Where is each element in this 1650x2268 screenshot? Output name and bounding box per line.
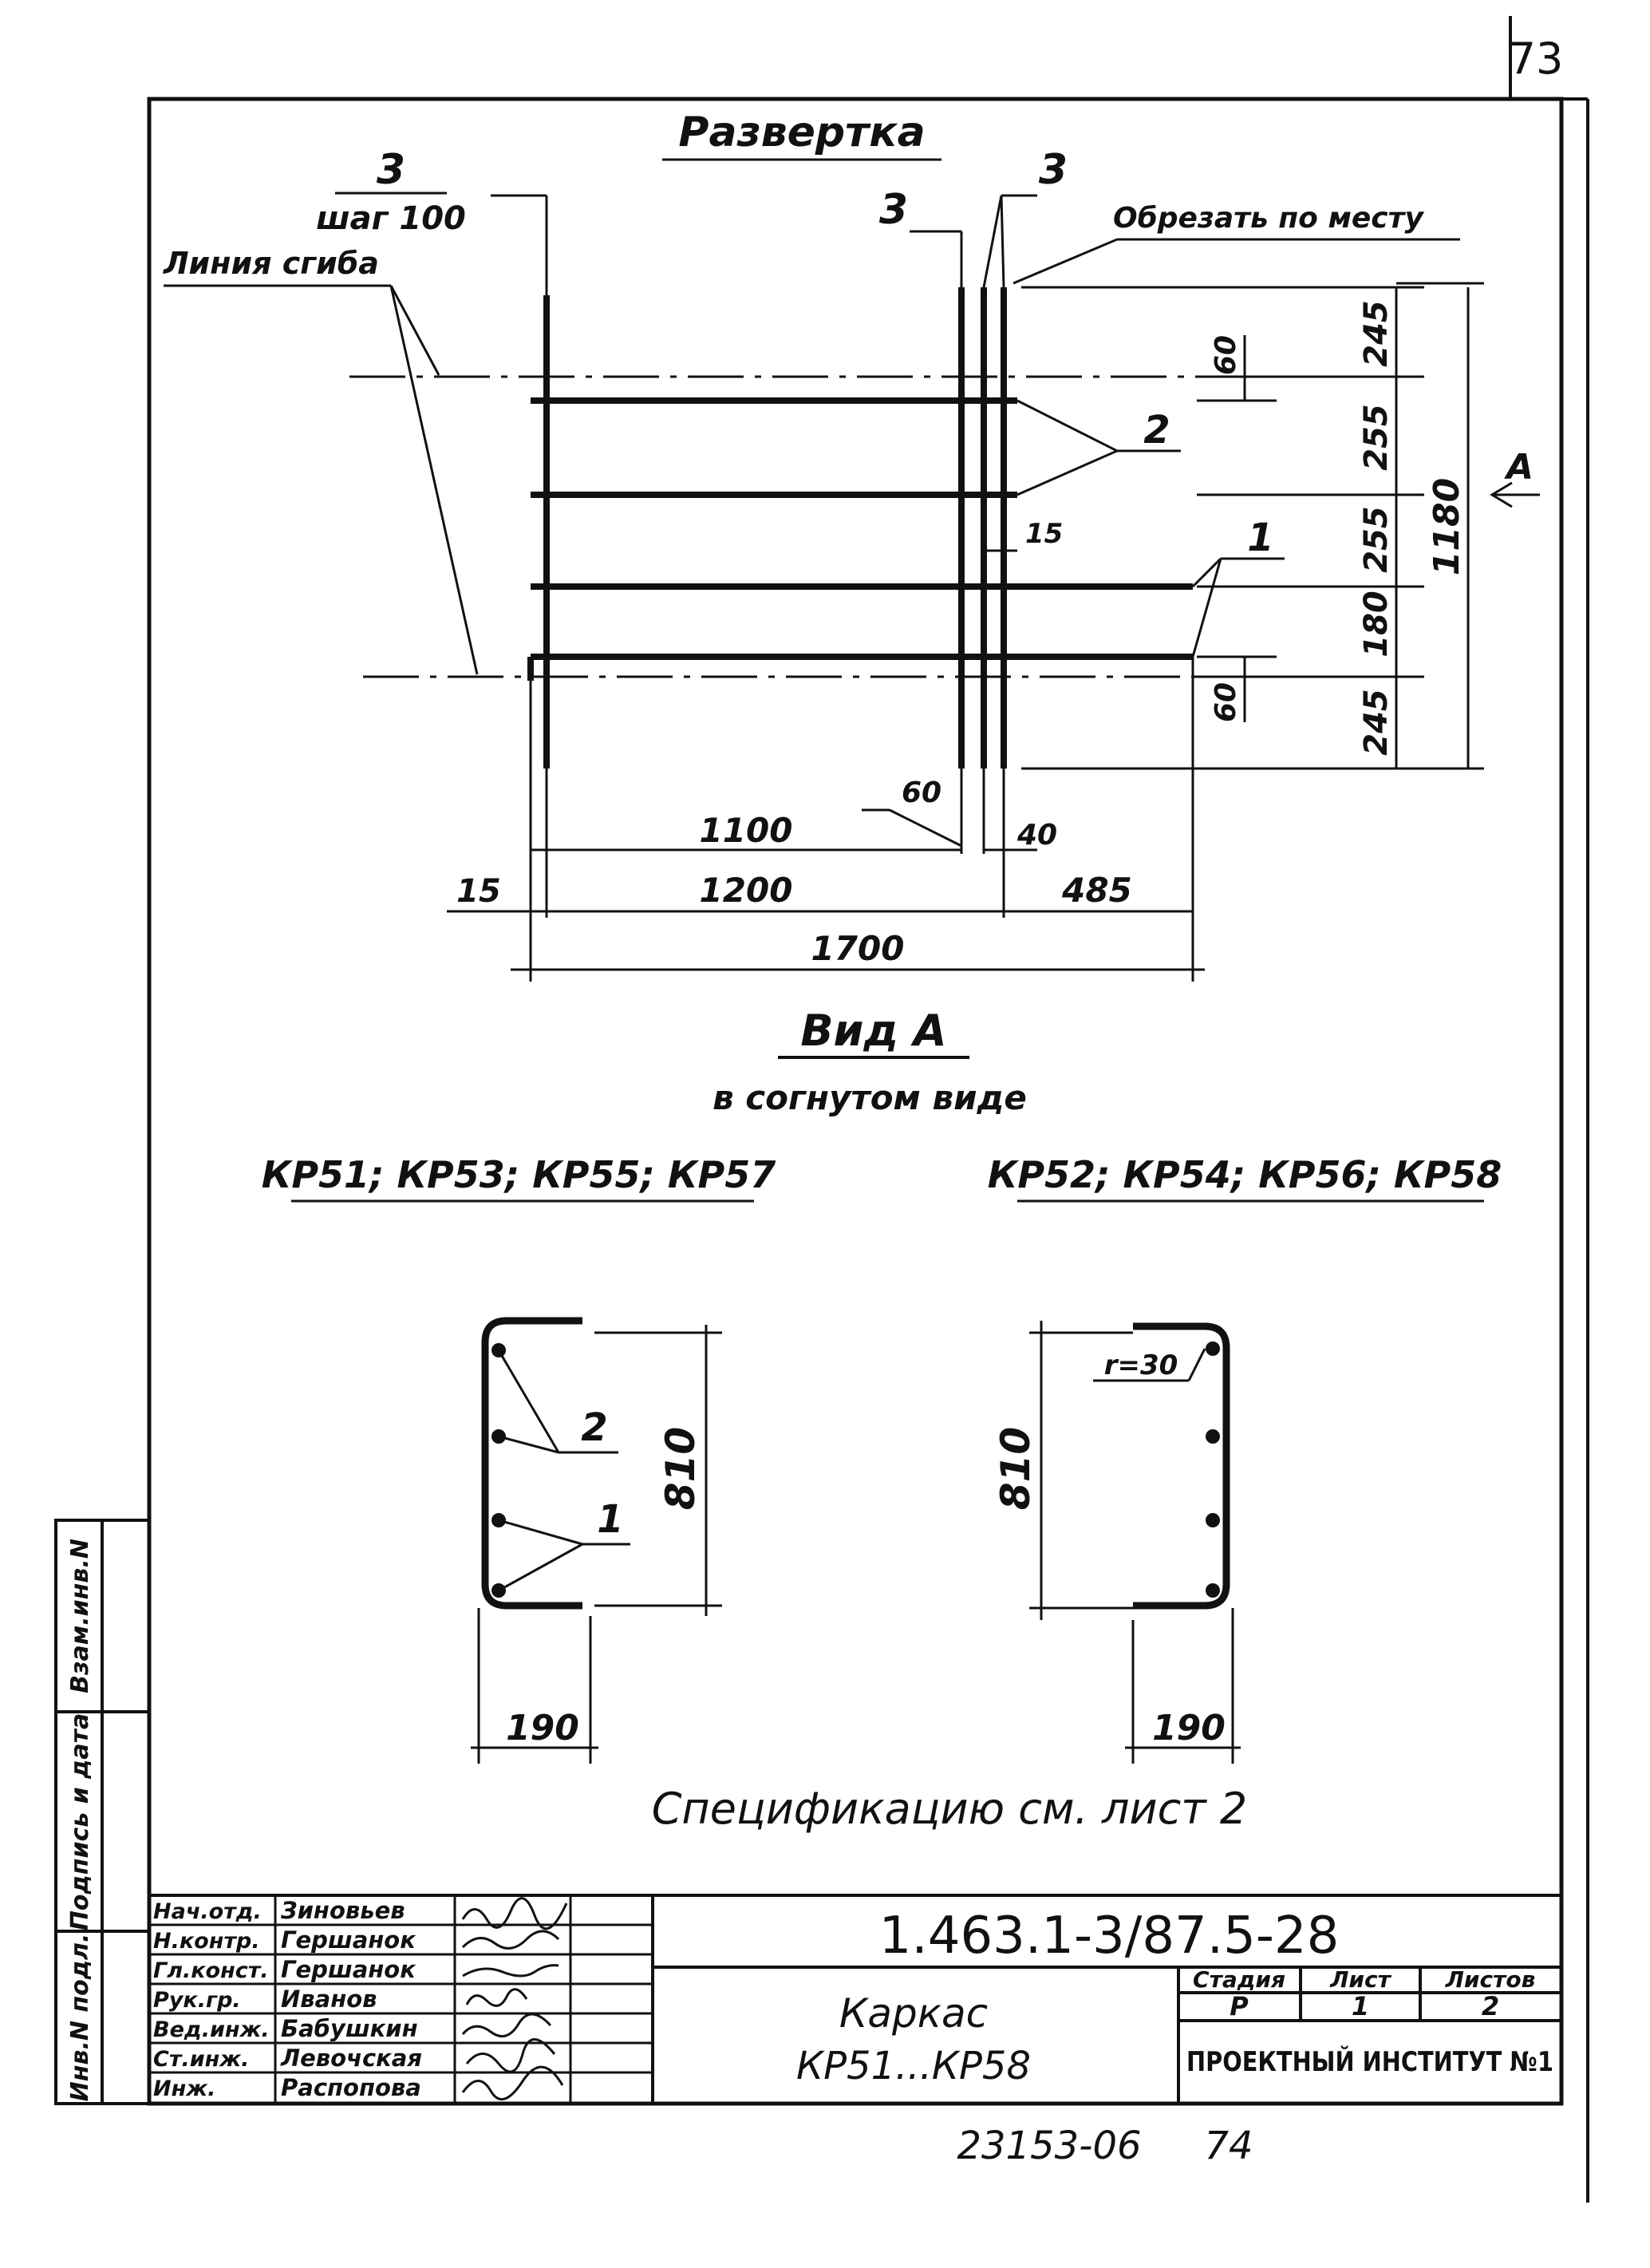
dim-60-lower: 60: [902, 776, 941, 809]
right-group-label: КР52; КР54; КР56; КР58: [988, 1153, 1502, 1196]
title-line-2: КР51...КР58: [796, 2044, 1031, 2088]
sig-role-6: Инж.: [153, 2076, 215, 2101]
side-stamp-vzam-inv: Взам.инв.N: [66, 1539, 94, 1693]
sheet-header: Лист: [1329, 1966, 1391, 1993]
fold-line-label: Линия сгиба: [163, 246, 379, 281]
step-label: шаг 100: [316, 200, 466, 237]
dim-1180: 1180: [1427, 478, 1467, 575]
cut-note: Обрезать по месту: [1113, 202, 1424, 235]
callout-2-leader: [1016, 399, 1181, 496]
bent-frame-left-bars: [491, 1343, 506, 1598]
right-dimensions: [1029, 1321, 1241, 1764]
sig-role-5: Ст.инж.: [153, 2047, 249, 2072]
dim-485: 485: [1061, 871, 1132, 910]
bent-frame-right-bars: [1206, 1341, 1220, 1598]
dim-60-top: 60: [1210, 335, 1242, 375]
right-width-190: 190: [1152, 1708, 1226, 1748]
dim-15-small: 15: [1025, 518, 1063, 550]
archive-number: 23153-06: [957, 2124, 1141, 2168]
bend-radius: r=30: [1104, 1349, 1178, 1381]
sig-name-1: Гершанок: [281, 1926, 416, 1954]
sig-name-0: Зиновьев: [280, 1897, 405, 1924]
sig-name-4: Бабушкин: [281, 2015, 418, 2042]
callout-2: 2: [1143, 408, 1170, 452]
left-callout-1: 1: [597, 1497, 623, 1542]
bent-frame-left: [481, 1317, 582, 1610]
sig-role-3: Рук.гр.: [153, 1988, 241, 2013]
dim-180: 180: [1358, 591, 1395, 658]
side-stamp: [54, 1519, 151, 2105]
bent-frame-left-leaders: [497, 1349, 630, 1592]
bent-frame-right: [1133, 1322, 1230, 1610]
sheet-number: 73: [1509, 34, 1564, 84]
view-a-arrow: [1490, 481, 1540, 508]
left-group-label: КР51; КР53; КР55; КР57: [262, 1153, 776, 1196]
transverse-bars: [543, 287, 1007, 769]
dim-1100: 1100: [700, 811, 793, 850]
side-stamp-inv-podl: Инв.N подл.: [66, 1934, 94, 2102]
title-line-1: Каркас: [839, 1990, 988, 2037]
dim-245-bottom: 245: [1358, 689, 1395, 756]
sheets-value: 2: [1482, 1991, 1499, 2021]
sig-role-2: Гл.конст.: [153, 1958, 269, 1983]
sig-name-2: Гершанок: [281, 1956, 416, 1983]
dim-1200: 1200: [700, 871, 793, 910]
view-a-arrow-label: A: [1504, 447, 1534, 488]
footer-page-number: 74: [1204, 2124, 1253, 2168]
callout-3-right: 3: [1039, 146, 1068, 194]
dim-40: 40: [1016, 819, 1057, 851]
dim-255-b: 255: [1358, 506, 1395, 573]
left-dimensions: [471, 1325, 722, 1764]
organization: ПРОЕКТНЫЙ ИНСТИТУТ №1: [1186, 2045, 1553, 2078]
sig-name-6: Распопова: [281, 2074, 421, 2101]
left-width-190: 190: [506, 1708, 579, 1748]
side-stamp-signature: Подпись и дата: [66, 1713, 94, 1930]
callout-1: 1: [1247, 516, 1273, 560]
longitudinal-bars: [527, 397, 1193, 681]
view-a-subtitle: в согнутом виде: [712, 1078, 1027, 1117]
signature-rows: Нач.отд. Зиновьев Н.контр. Гершанок Гл.к…: [153, 1897, 422, 2101]
sig-role-0: Нач.отд.: [153, 1899, 262, 1924]
fold-line-leaders: [164, 284, 479, 675]
sig-name-5: Левочская: [280, 2045, 422, 2072]
horizontal-dimensions: [447, 657, 1205, 982]
dim-15: 15: [456, 873, 501, 910]
vertical-dimensions: [1021, 282, 1484, 770]
spec-note: Спецификацию см. лист 2: [652, 1784, 1248, 1834]
sheets-header: Листов: [1445, 1966, 1536, 1993]
fold-lines: [349, 375, 1197, 678]
sheet-value: 1: [1352, 1991, 1369, 2021]
razvertka-title: Развертка: [678, 109, 925, 156]
dim-60-bottom: 60: [1210, 682, 1242, 722]
stage-value: Р: [1230, 1991, 1249, 2021]
transverse-bar-marks: [491, 194, 1460, 295]
sheet-frame: [147, 16, 1589, 2203]
left-callout-2: 2: [581, 1405, 607, 1450]
callout-3-left: 3: [377, 146, 405, 194]
handwritten-signatures: [461, 1897, 568, 2100]
sig-role-4: Вед.инж.: [153, 2017, 270, 2042]
dim-255-a: 255: [1358, 404, 1395, 471]
dim-1700: 1700: [811, 929, 905, 968]
right-height-810: 810: [993, 1427, 1039, 1510]
stage-header: Стадия: [1193, 1966, 1285, 1993]
callout-3-mid: 3: [879, 186, 908, 234]
document-code: 1.463.1-3/87.5-28: [879, 1906, 1340, 1966]
sig-name-3: Иванов: [281, 1985, 377, 2013]
title-block-grid: [149, 1894, 1561, 2104]
left-height-810: 810: [657, 1427, 704, 1510]
view-a-title: Вид А: [800, 1006, 946, 1056]
sig-role-1: Н.контр.: [153, 1929, 260, 1954]
callout-1-leader: [1191, 557, 1285, 658]
dim-245-top: 245: [1358, 300, 1395, 367]
